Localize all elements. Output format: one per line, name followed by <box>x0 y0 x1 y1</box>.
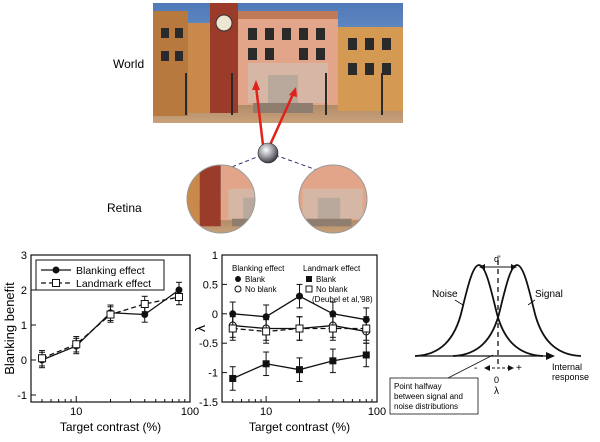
world-label: World <box>113 57 144 71</box>
legend-marker-blank-square <box>306 276 312 282</box>
note-line-1: Point halfway <box>394 382 442 391</box>
chart-1-x-axis-label: Target contrast (%) <box>249 420 350 434</box>
chart-1-y-tick-label-1: -1 <box>208 368 218 380</box>
chart-0-x-tick-label-0: 10 <box>70 406 82 418</box>
chart-1-series-2-point-1 <box>262 360 270 368</box>
chart-0-legend-label-1: Landmark effect <box>76 278 151 290</box>
retina-label: Retina <box>107 201 142 215</box>
chart-0-y-tick-label-4: 3 <box>21 250 27 262</box>
chart-0-y-tick-label-2: 1 <box>21 320 27 332</box>
legend-landmark-title: Landmark effect <box>303 264 361 273</box>
chart-0-y-tick-label-3: 2 <box>21 285 27 297</box>
chart-0-y-tick-label-1: 0 <box>21 355 27 367</box>
chart-1-series-2-point-0 <box>229 374 237 382</box>
chart-1-series-3-point-1 <box>262 327 271 336</box>
chart-1-series-2-point-3 <box>329 357 337 365</box>
legend-marker-noblank-open <box>234 285 242 293</box>
noise-label: Noise <box>432 289 458 300</box>
legend-landmark-noblank-label: No blank <box>316 285 349 294</box>
chart-0-series-1-point-0 <box>38 354 47 363</box>
lambda-label: λ <box>494 386 499 397</box>
sdt-diagram: d' Noise Signal Internal response - + 0 … <box>389 254 589 415</box>
chart-1-y-tick-label-3: 0 <box>212 309 218 321</box>
chart-1-series-3-point-4 <box>362 324 371 333</box>
legend-noblank-label: No blank <box>245 285 278 294</box>
legend-deubel-note: (Deubel et al,'98) <box>312 295 373 304</box>
chart-1-series-3-point-2 <box>295 324 304 333</box>
note-box <box>389 377 479 415</box>
chart-0-y-axis-label: Blanking benefit <box>2 282 17 375</box>
chart-0-series-1-point-1 <box>72 340 81 349</box>
minus-label: - <box>474 363 477 374</box>
chart-1-y-axis-label: λ <box>192 325 208 332</box>
chart-0-series-1-point-3 <box>140 300 149 308</box>
chart-0-y-tick-label-0: -1 <box>17 390 27 402</box>
chart-0-series-0-point-3 <box>141 311 149 318</box>
chart-1-series-0-point-2 <box>296 292 303 300</box>
retina-image-left <box>186 164 256 234</box>
chart-1-y-tick-label-5: 1 <box>212 250 218 262</box>
chart-0-legend-marker-1 <box>52 279 60 287</box>
axis-label-internal: Internal <box>552 362 582 372</box>
legend-marker-noblank-square <box>305 285 313 293</box>
chart-1-y-tick-label-4: 0.5 <box>203 279 218 291</box>
chart-0-series-1-point-4 <box>174 293 183 301</box>
chart-1-series-2-point-2 <box>296 366 303 374</box>
legend-blanking-title: Blanking effect <box>232 264 285 273</box>
chart-1-x-tick-label-1: 100 <box>368 406 386 418</box>
signal-distribution-curve <box>452 264 582 357</box>
saccade-arrows <box>252 80 297 146</box>
noise-distribution-curve <box>414 264 544 357</box>
legend-marker-blank-filled <box>235 276 241 282</box>
legend-blank-label: Blank <box>245 275 266 284</box>
note-pointer-line <box>447 354 494 379</box>
chart-0-x-axis-label: Target contrast (%) <box>60 420 161 434</box>
world-scene-image <box>153 3 403 123</box>
legend-landmark-blank-label: Blank <box>316 275 337 284</box>
chart-1-series-3-point-3 <box>328 324 337 333</box>
retina-image-right <box>298 164 368 234</box>
note-line-3: noise distributions <box>394 402 458 411</box>
chart-1-y-tick-label-2: -0.5 <box>199 338 218 350</box>
dprime-label: d' <box>494 254 501 264</box>
chart-0-x-tick-label-1: 100 <box>181 406 199 418</box>
note-line-2: between signal and <box>394 392 463 401</box>
axis-label-response: response <box>552 372 589 382</box>
plus-label: + <box>516 363 522 374</box>
chart-1-y-tick-label-0: -1.5 <box>199 397 218 409</box>
chart-0-legend-marker-0 <box>52 266 60 274</box>
lambda-legend: Blanking effect Blank No blank Landmark … <box>232 264 373 304</box>
chart-0-series-0-line <box>41 289 180 361</box>
eye-icon <box>257 142 279 164</box>
chart-1-series-2-point-4 <box>362 351 370 359</box>
zero-label: 0 <box>494 375 499 385</box>
chart-1-series-3-point-0 <box>228 324 237 333</box>
chart-0-series-1-point-2 <box>106 310 115 319</box>
chart-1-x-tick-label-0: 10 <box>260 406 272 418</box>
chart-0-legend-label-0: Blanking effect <box>76 265 145 277</box>
signal-label: Signal <box>535 289 563 300</box>
